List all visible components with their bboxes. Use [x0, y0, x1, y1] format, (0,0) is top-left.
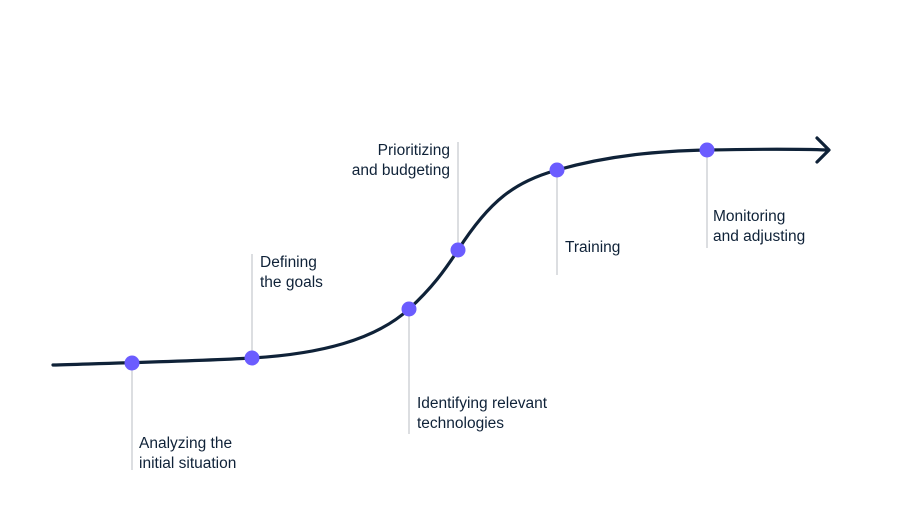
milestone-label-identifying: Identifying relevant technologies — [417, 394, 547, 434]
milestone-label-prioritizing: Prioritizing and budgeting — [352, 141, 450, 181]
milestone-label-line: the goals — [260, 274, 323, 291]
milestone-marker-defining — [244, 350, 260, 366]
milestone-label-line: and adjusting — [713, 228, 806, 245]
milestone-label-line: Analyzing the — [139, 435, 233, 452]
milestone-label-line: Prioritizing — [377, 142, 450, 159]
milestone-label-defining: Defining the goals — [260, 253, 323, 293]
milestone-label-line: initial situation — [139, 455, 237, 472]
milestone-marker-prioritizing — [450, 242, 466, 258]
milestone-marker-monitoring — [699, 142, 715, 158]
milestone-label-monitoring: Monitoring and adjusting — [713, 207, 805, 247]
arrow-head-icon — [815, 136, 831, 164]
milestone-label-line: Monitoring — [713, 208, 786, 225]
milestone-marker-identifying — [401, 301, 417, 317]
milestone-label-analyzing: Analyzing the initial situation — [139, 434, 236, 474]
growth-curve — [51, 147, 830, 367]
milestone-label-line: Training — [565, 239, 621, 256]
milestone-label-line: Identifying relevant — [417, 395, 548, 412]
milestone-label-line: and budgeting — [351, 162, 450, 179]
milestone-label-line: Defining — [260, 254, 317, 271]
milestone-label-line: technologies — [417, 415, 505, 432]
milestone-marker-training — [549, 162, 565, 178]
milestone-marker-analyzing — [124, 355, 140, 371]
milestone-label-training: Training — [565, 238, 620, 258]
